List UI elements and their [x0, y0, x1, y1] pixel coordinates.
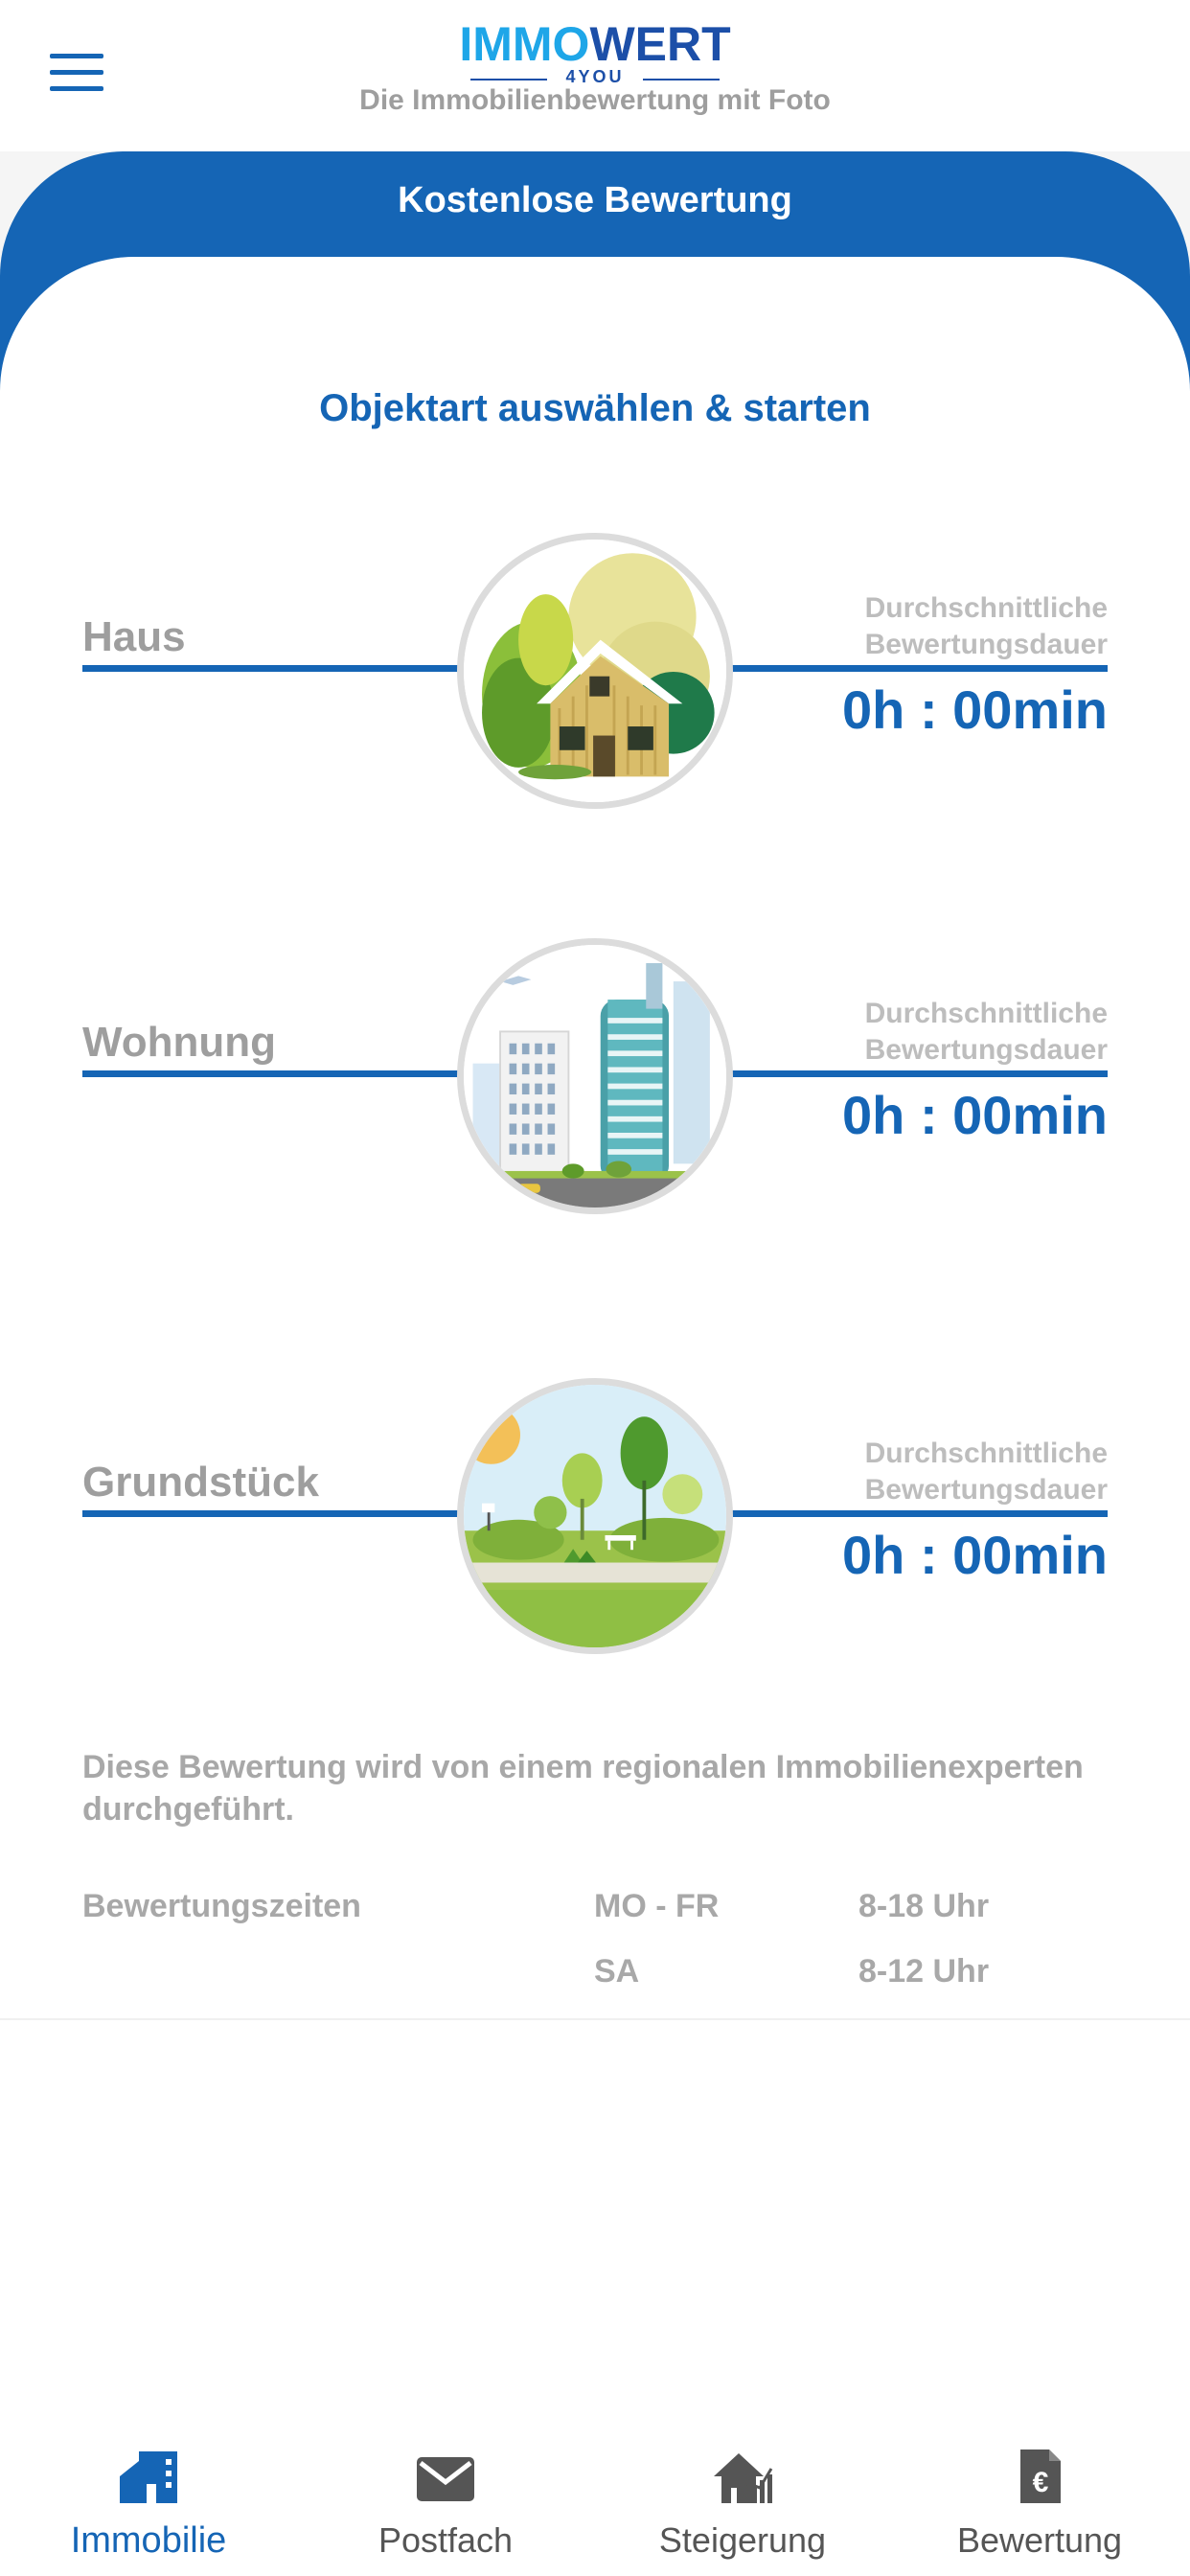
nav-item-immobilie[interactable]: Immobilie: [0, 2423, 297, 2576]
logo-text-immo: IMMO: [459, 17, 590, 71]
hours-days: SA: [594, 1953, 640, 1990]
nav-label: Bewertung: [956, 2520, 1123, 2560]
nav-item-bewertung[interactable]: € Bewertung: [891, 2423, 1188, 2576]
duration-value: 0h : 00min: [842, 679, 1108, 740]
duration-label: Durchschnittliche Bewertungsdauer: [864, 592, 1108, 660]
section-title: Objektart auswählen & starten: [319, 387, 871, 429]
land-plot-illustration-icon[interactable]: [457, 1378, 733, 1654]
info-description: Diese Bewertung wird von einem regionale…: [82, 1749, 1084, 1828]
object-row-wohnung[interactable]: Wohnung Durchschnittliche Bewertungsdaue…: [0, 938, 1190, 1226]
apartment-buildings-illustration-icon[interactable]: [457, 938, 733, 1214]
hamburger-menu-icon[interactable]: [50, 54, 103, 92]
hours-label: Bewertungszeiten: [82, 1888, 361, 1924]
house-illustration-icon[interactable]: [457, 533, 733, 809]
envelope-icon: [417, 2457, 474, 2501]
logo-text-wert: WERT: [589, 17, 731, 71]
object-label: Grundstück: [82, 1459, 319, 1506]
object-label: Wohnung: [82, 1019, 276, 1066]
duration-label: Durchschnittliche Bewertungsdauer: [864, 1438, 1108, 1506]
app-logo: IMMOWERT 4YOU: [0, 17, 1190, 88]
duration-label: Durchschnittliche Bewertungsdauer: [864, 998, 1108, 1066]
duration-value: 0h : 00min: [842, 1085, 1108, 1145]
object-row-grundstueck[interactable]: Grundstück Durchschnittliche Bewertungsd…: [0, 1378, 1190, 1666]
house-growth-chart-icon: [714, 2453, 773, 2503]
object-label: Haus: [82, 613, 186, 660]
content-divider: [0, 2018, 1190, 2020]
nav-label: Postfach: [378, 2520, 514, 2560]
app-tagline: Die Immobilienbewertung mit Foto: [359, 84, 831, 116]
duration-value: 0h : 00min: [842, 1525, 1108, 1585]
nav-label: Immobilie: [70, 2520, 227, 2561]
logo-subtext: 4YOU: [565, 67, 625, 86]
hours-time: 8-12 Uhr: [858, 1953, 990, 1990]
nav-item-steigerung[interactable]: Steigerung: [594, 2423, 891, 2576]
bottom-navigation: Immobilie Postfach Steigerung € Bewertun…: [0, 2423, 1190, 2576]
app-header: IMMOWERT 4YOU Die Immobilienbewertung mi…: [0, 0, 1190, 151]
object-row-haus[interactable]: Haus Durchschnittliche Bewertungsdauer 0…: [0, 533, 1190, 820]
hours-time: 8-18 Uhr: [858, 1888, 990, 1924]
banner-title: Kostenlose Bewertung: [398, 180, 792, 220]
nav-item-postfach[interactable]: Postfach: [297, 2423, 594, 2576]
content-card: [0, 257, 1190, 544]
hours-days: MO - FR: [594, 1888, 720, 1924]
nav-label: Steigerung: [658, 2520, 827, 2560]
building-icon: [120, 2451, 177, 2503]
svg-text:€: €: [1033, 2467, 1049, 2498]
euro-document-icon: €: [1020, 2450, 1061, 2503]
